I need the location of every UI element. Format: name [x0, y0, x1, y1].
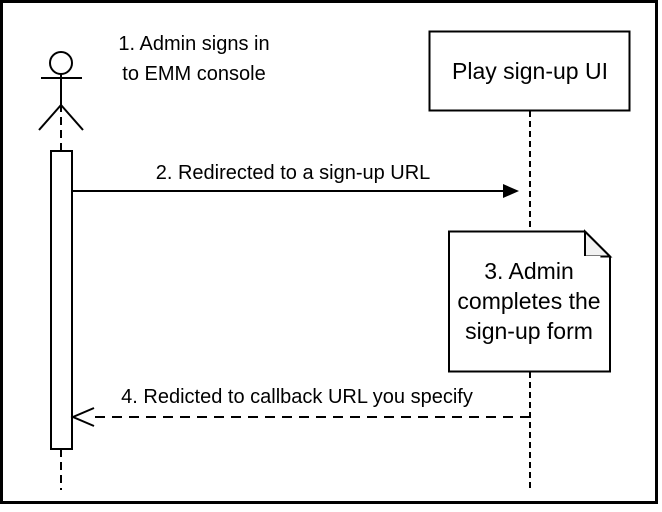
diagram-border: [0, 0, 658, 504]
message-4-return-arrow: [70, 407, 530, 427]
note-line1: 3. Admin: [484, 258, 574, 284]
play-signup-ui-label: Play sign-up UI: [452, 56, 608, 86]
note-label: 3. Admin completes the sign-up form: [457, 256, 601, 346]
stick-figure-icon: [38, 51, 84, 131]
message-1-line1: 1. Admin signs in: [118, 33, 270, 55]
note-line3: sign-up form: [465, 318, 593, 344]
message-1-label: 1. Admin signs in to EMM console: [118, 29, 270, 89]
message-2-label: 2. Redirected to a sign-up URL: [155, 158, 431, 188]
filled-arrowhead-icon: [503, 184, 519, 198]
message-2-arrow: [72, 184, 519, 198]
actor-activation-bar: [50, 150, 73, 450]
open-arrowhead-icon: [70, 407, 95, 427]
message-4-label: 4. Redicted to callback URL you specify: [121, 382, 473, 412]
note-line2: completes the: [457, 288, 601, 314]
note-fold-icon: [584, 229, 613, 258]
message-1-line2: to EMM console: [122, 63, 266, 85]
